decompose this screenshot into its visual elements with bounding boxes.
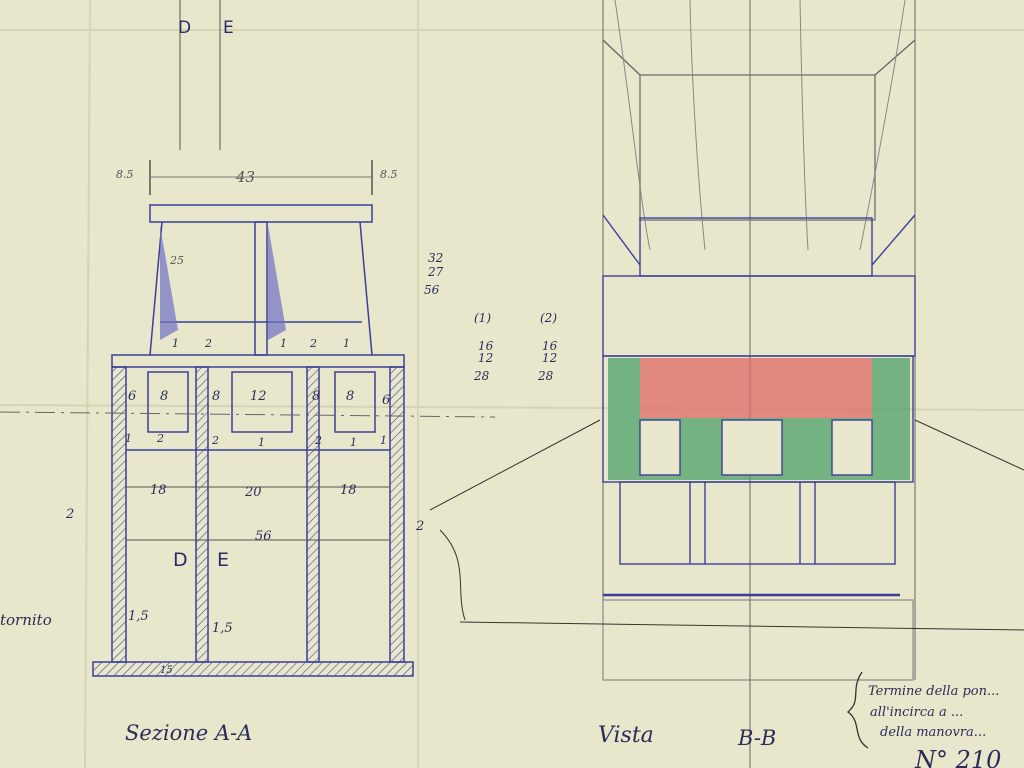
circled-mark: 2 bbox=[211, 434, 219, 447]
dim-slot: 8 bbox=[160, 389, 168, 404]
circled-mark: 2 bbox=[314, 434, 322, 447]
sheet-number: N° 210 bbox=[914, 746, 1001, 768]
circled-mark: 1 bbox=[343, 337, 350, 350]
dim-slot: 12 bbox=[250, 389, 267, 404]
section-a-a-labels: D E 8.5 43 8.5 25 6 8 8 12 8 8 6 18 20 1… bbox=[0, 18, 424, 745]
circled-mark: 2 bbox=[309, 337, 317, 350]
dim-left-margin: 8.5 bbox=[116, 168, 134, 181]
calculation-notes: 32 27 56 (1) 16 12 28 (2) 16 12 28 bbox=[424, 251, 558, 383]
note-line: Termine della pon... bbox=[868, 684, 999, 699]
circled-mark: 2 bbox=[204, 337, 212, 350]
label-e-top: E bbox=[223, 18, 234, 38]
label-e-mid: E bbox=[217, 549, 229, 571]
dim-total-width: 43 bbox=[235, 168, 255, 186]
slot-dimensions: 6 8 8 12 8 8 6 18 20 18 56 2 2 1,5 1,5 1… bbox=[0, 389, 424, 676]
dim-lower: 20 bbox=[244, 485, 262, 500]
circled-mark: 1 bbox=[172, 337, 179, 350]
note-line: della manovra... bbox=[880, 725, 986, 740]
dim-slot: 8 bbox=[312, 389, 320, 404]
dim-slot: 8 bbox=[346, 389, 354, 404]
dim-slot: 6 bbox=[382, 393, 390, 408]
dim-overall: 56 bbox=[255, 529, 272, 544]
dim-wall-right: 2 bbox=[415, 519, 424, 534]
calc-header: (1) bbox=[474, 311, 491, 325]
dim-thickness-mid: 1,5 bbox=[212, 621, 233, 636]
dim-right-margin: 8.5 bbox=[380, 168, 398, 181]
circled-marks: 1 2 1 2 1 2 1 1 2 1 2 1 2 bbox=[125, 337, 387, 449]
vista-b-b-drawing bbox=[429, 0, 1024, 768]
calc-value: 16 bbox=[478, 339, 494, 353]
note-line: all'incirca a ... bbox=[870, 705, 963, 720]
circled-mark: 1 bbox=[258, 436, 265, 449]
calc-header: (2) bbox=[540, 311, 557, 325]
label-d-top: D bbox=[178, 18, 191, 38]
calc-value: 28 bbox=[537, 369, 554, 383]
section-a-a-drawing bbox=[0, 0, 496, 677]
handwritten-note: Termine della pon... all'incirca a ... d… bbox=[846, 671, 999, 749]
circled-mark: 1 bbox=[350, 436, 357, 449]
section-title: Sezione A-A bbox=[125, 721, 252, 745]
side-note-tornito: tornito bbox=[0, 611, 52, 629]
dim-wall-left: 2 bbox=[65, 507, 74, 522]
circled-mark: 2 bbox=[156, 432, 164, 445]
label-d-mid: D bbox=[173, 549, 188, 571]
vista-subtitle: B-B bbox=[737, 726, 776, 750]
dim-slot: 6 bbox=[128, 389, 136, 404]
calc-value: 28 bbox=[473, 369, 490, 383]
calc-value: 56 bbox=[424, 283, 440, 297]
circled-mark: 1 bbox=[380, 434, 387, 447]
calc-value: 16 bbox=[542, 339, 558, 353]
calc-value: 27 bbox=[427, 265, 444, 279]
dim-lower: 18 bbox=[150, 483, 167, 498]
dim-taper: 25 bbox=[169, 254, 184, 267]
circled-mark: 1 bbox=[125, 432, 132, 445]
calc-value: 12 bbox=[542, 351, 557, 365]
dim-lower: 18 bbox=[340, 483, 357, 498]
vista-title: Vista bbox=[598, 723, 654, 748]
calc-value: 32 bbox=[428, 251, 443, 265]
dim-base: 15 bbox=[160, 665, 173, 676]
dim-slot: 8 bbox=[212, 389, 220, 404]
dim-thickness-left: 1,5 bbox=[128, 609, 149, 624]
circled-mark: 1 bbox=[280, 337, 287, 350]
calc-value: 12 bbox=[478, 351, 493, 365]
